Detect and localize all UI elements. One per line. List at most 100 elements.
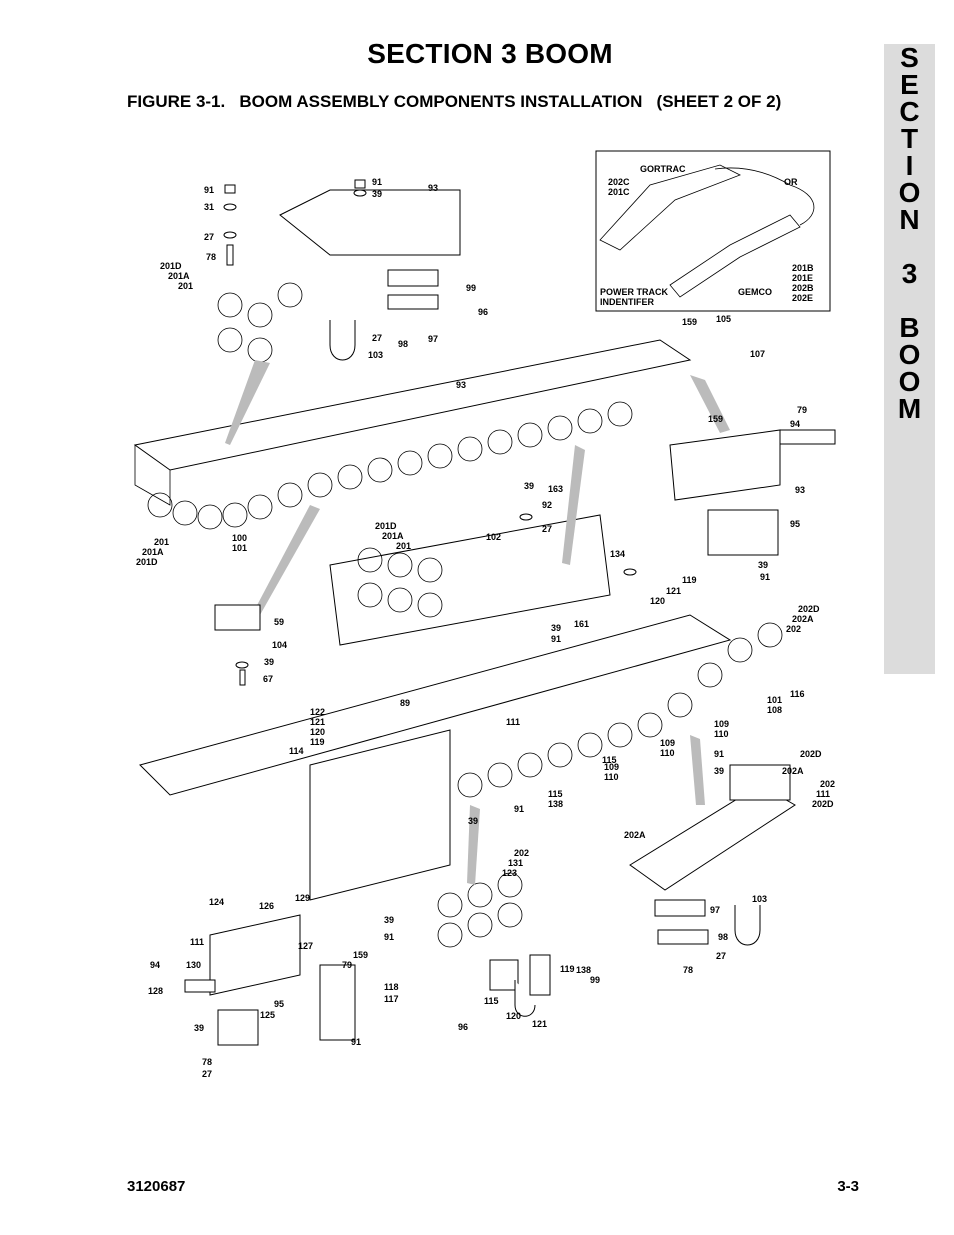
callout: 39	[758, 560, 768, 570]
callout: 201A	[142, 547, 164, 557]
callout: 118	[384, 982, 399, 992]
callout: 98	[398, 339, 408, 349]
callout: 91	[372, 177, 382, 187]
callout: 67	[263, 674, 273, 684]
callout: 134	[610, 549, 625, 559]
section-side-tab: S E C T I O N 3 B O O M	[884, 44, 935, 674]
side-tab-letter: E	[900, 69, 919, 100]
inset-label-gemco: GEMCO	[738, 287, 772, 297]
callout: 128	[148, 986, 163, 996]
callout: 95	[790, 519, 800, 529]
callout: 78	[202, 1057, 212, 1067]
inset-code-202b: 202B	[792, 283, 814, 293]
callout: 39	[372, 189, 382, 199]
callout: 91	[514, 804, 524, 814]
callout: 122	[310, 707, 325, 717]
callout: 131	[508, 858, 523, 868]
callout: 201A	[382, 531, 404, 541]
callout: 116	[790, 689, 805, 699]
callout: 91	[351, 1037, 361, 1047]
inset-code-202e: 202E	[792, 293, 813, 303]
callout: 201D	[375, 521, 397, 531]
callout: 120	[506, 1011, 521, 1021]
side-tab-letter: O	[898, 339, 921, 370]
callout: 121	[310, 717, 325, 727]
callout: 109	[604, 762, 619, 772]
side-tab-letter: O	[898, 366, 921, 397]
callout: 96	[478, 307, 488, 317]
callout: 111	[190, 937, 204, 947]
power-track-chains	[147, 282, 783, 948]
callout: 107	[750, 349, 765, 359]
boom-assembly-drawing: GORTRAC OR 202C 201C 201B 201E 202B 202E…	[133, 150, 836, 1079]
callout: 39	[384, 915, 394, 925]
callout: 109	[660, 738, 675, 748]
side-tab-letter: T	[900, 123, 919, 154]
callout: 121	[666, 586, 681, 596]
callout: 39	[468, 816, 478, 826]
callout: 104	[272, 640, 287, 650]
callout: 202D	[798, 604, 820, 614]
callout: 202A	[782, 766, 804, 776]
callout: 93	[456, 380, 466, 390]
callout: 110	[660, 748, 675, 758]
callout: 126	[259, 901, 274, 911]
callout: 138	[576, 965, 591, 975]
callout: 201A	[168, 271, 190, 281]
callout: 96	[458, 1022, 468, 1032]
part-callouts: 91 39 93 91 31 27 78 201D 201A 201 99 96…	[136, 177, 835, 1079]
callout: 161	[574, 619, 589, 629]
figure-title: FIGURE 3-1. BOOM ASSEMBLY COMPONENTS INS…	[127, 92, 782, 111]
callout: 201D	[160, 261, 182, 271]
callout: 111	[506, 717, 520, 727]
callout: 202	[786, 624, 801, 634]
power-track-inset: GORTRAC OR 202C 201C 201B 201E 202B 202E…	[595, 150, 831, 312]
callout: 124	[209, 897, 224, 907]
callout: 202A	[792, 614, 814, 624]
callout: 202D	[812, 799, 834, 809]
callout: 39	[551, 623, 561, 633]
callout: 98	[718, 932, 728, 942]
side-tab-letter: C	[899, 96, 920, 127]
callout: 99	[590, 975, 600, 985]
callout: 163	[548, 484, 563, 494]
callout: 201	[154, 537, 169, 547]
callout: 93	[428, 183, 438, 193]
callout: 27	[716, 951, 726, 961]
inset-code-201b: 201B	[792, 263, 814, 273]
callout: 79	[797, 405, 807, 415]
inset-code-201c: 201C	[608, 187, 630, 197]
callout: 103	[752, 894, 767, 904]
callout: 92	[542, 500, 552, 510]
side-tab-letter: I	[905, 150, 914, 181]
side-tab-gap	[884, 233, 935, 260]
callout: 94	[790, 419, 800, 429]
callout: 108	[767, 705, 782, 715]
callout: 138	[548, 799, 563, 809]
inset-label-gortrac: GORTRAC	[640, 164, 686, 174]
callout: 91	[760, 572, 770, 582]
callout: 59	[274, 617, 284, 627]
side-tab-letter: M	[897, 393, 922, 424]
callout: 121	[532, 1019, 547, 1029]
side-tab-letter: S	[900, 42, 919, 73]
callout: 115	[602, 755, 617, 765]
hardware-parts	[184, 179, 836, 1046]
callout: 91	[384, 932, 394, 942]
callout: 123	[502, 868, 517, 878]
callout: 39	[714, 766, 724, 776]
callout: 202A	[624, 830, 646, 840]
boom-sections	[133, 189, 796, 996]
callout: 129	[295, 893, 310, 903]
section-title: SECTION 3 BOOM	[367, 38, 613, 69]
side-tab-letter: N	[899, 204, 920, 235]
callout: 91	[204, 185, 214, 195]
callout: 202	[820, 779, 835, 789]
callout: 119	[310, 737, 325, 747]
inset-label-or: OR	[784, 177, 798, 187]
callout: 100	[232, 533, 247, 543]
callout: 39	[194, 1023, 204, 1033]
page-number: 3-3	[837, 1178, 859, 1195]
callout: 109	[714, 719, 729, 729]
callout: 31	[204, 202, 214, 212]
